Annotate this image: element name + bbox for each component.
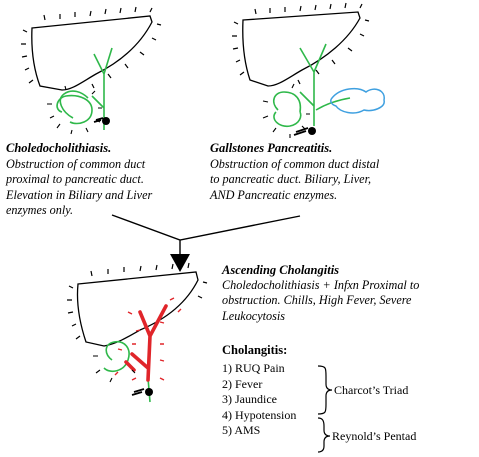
duct-stone-marker [93, 117, 104, 123]
bile-duct [103, 340, 130, 373]
ascending-cholangitis-description: Choledocholithiasis + Infxn Proximal to … [222, 278, 477, 324]
gallstones-pancreatitis-title: Gallstones Pancreatitis. [210, 141, 333, 155]
desc-line: obstruction. Chills, High Fever, Severe [222, 293, 412, 308]
bile-duct [272, 43, 327, 126]
desc-line: enzymes only. [6, 203, 74, 218]
pancreatic-duct [315, 97, 351, 111]
gallbladder-hatch [47, 85, 102, 135]
reynold-brace [317, 417, 331, 453]
flow-connector [111, 214, 301, 272]
reynolds-pentad-label: Reynold’s Pentad [332, 429, 417, 443]
list-item: 3) Jaundice [222, 392, 277, 407]
gallbladder [273, 111, 302, 128]
desc-line: proximal to pancreatic duct. [6, 172, 144, 187]
cholangitis-symptom-list: 1) RUQ Pain 2) Fever 3) Jaundice 4) Hypo… [222, 361, 322, 439]
duct-stone-marker [293, 127, 309, 136]
cholangitis-heading: Cholangitis: [222, 343, 288, 357]
bile-duct [59, 47, 113, 130]
liver-outline [242, 11, 361, 87]
connector-lines [111, 214, 301, 260]
arrow-head-icon [170, 254, 190, 272]
charcot-brace [317, 365, 333, 415]
list-item: 2) Fever [222, 376, 263, 391]
desc-line: Leukocytosis [222, 308, 285, 323]
infected-duct [124, 304, 168, 382]
desc-line: Choledocholithiasis + Infxn Proximal to [222, 278, 420, 292]
desc-line: AND Pancreatic enzymes. [210, 187, 338, 202]
gallbladder [56, 94, 93, 125]
choledocholithiasis-illustration [21, 6, 162, 135]
liver-outline [76, 271, 199, 347]
list-item: 5) AMS [222, 423, 261, 438]
desc-line: Obstruction of common duct [6, 157, 146, 171]
infection-hatch [114, 297, 182, 381]
desc-line: to pancreatic duct. Biliary, Liver, [210, 172, 372, 187]
gallbladder-hatch [93, 355, 136, 383]
liver-hatch [21, 6, 162, 89]
gallbladder-hatch [262, 83, 310, 138]
gallstones-pancreatitis-description: Obstruction of common duct distal to pan… [210, 157, 475, 203]
list-item: 4) Hypotension [222, 407, 297, 422]
ascending-cholangitis-title: Ascending Cholangitis [222, 263, 340, 277]
choledocholithiasis-description: Obstruction of common duct proximal to p… [6, 157, 246, 219]
gallstone-icon [145, 388, 153, 396]
desc-line: Elevation in Biliary and Liver [6, 187, 153, 202]
choledocholithiasis-title: Choledocholithiasis. [6, 141, 112, 155]
charcots-triad-label: Charcot’s Triad [334, 383, 409, 397]
ascending-cholangitis-illustration [67, 262, 208, 403]
list-item: 1) RUQ Pain [222, 361, 285, 375]
gallstone-icon [102, 117, 110, 125]
pancreas [330, 87, 385, 114]
duct-stone-marker [131, 388, 145, 396]
liver-outline [31, 15, 153, 91]
desc-line: Obstruction of common duct distal [210, 157, 380, 171]
liver-hatch [232, 2, 370, 85]
gallstones-pancreatitis-illustration [232, 2, 385, 138]
liver-hatch [67, 262, 208, 340]
gallstone-icon [308, 127, 316, 135]
